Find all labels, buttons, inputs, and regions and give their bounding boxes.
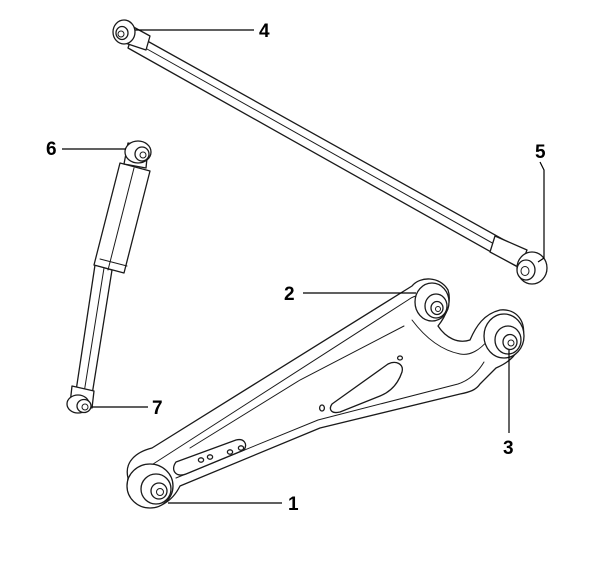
tie-rod-icon xyxy=(112,19,548,285)
callout-4: 4 xyxy=(259,21,270,42)
bushing-eye-icon xyxy=(414,282,450,322)
callout-3: 3 xyxy=(503,438,514,459)
hole xyxy=(396,355,404,361)
lower-control-arm-icon xyxy=(126,278,525,509)
hole xyxy=(226,449,234,455)
hole xyxy=(197,457,205,463)
bushing-eye-icon xyxy=(516,251,548,285)
control-arm-slot xyxy=(329,361,403,414)
tie-rod-highlight xyxy=(130,39,520,259)
hole xyxy=(318,404,326,412)
shock-absorber-icon xyxy=(66,140,152,414)
callout-7: 7 xyxy=(152,398,163,419)
callout-5: 5 xyxy=(535,142,546,163)
callout-6: 6 xyxy=(46,139,57,160)
leader-5 xyxy=(537,161,545,263)
bushing-eye-icon xyxy=(126,463,174,509)
bushing-eye-icon xyxy=(66,394,92,414)
shock-body xyxy=(93,162,151,274)
bushing-eye-icon xyxy=(124,140,152,164)
callout-1: 1 xyxy=(288,494,299,515)
bushing-eye-icon xyxy=(483,313,525,359)
leader-lines xyxy=(62,29,545,504)
hole xyxy=(237,445,245,451)
bushing-eye-icon xyxy=(112,19,136,45)
callout-2: 2 xyxy=(284,284,295,305)
hole xyxy=(206,454,214,460)
